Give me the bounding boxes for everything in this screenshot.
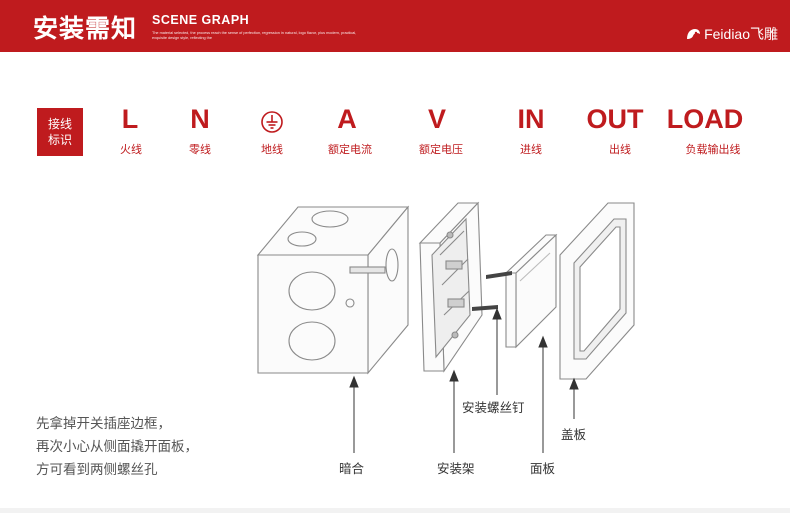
brand-icon <box>687 29 701 39</box>
symbol-current: A <box>337 104 357 134</box>
callout-cover: 盖板 <box>561 427 587 442</box>
label-neutral: 零线 <box>189 143 211 156</box>
label-out: 出线 <box>609 143 631 156</box>
cover-plate <box>559 202 635 380</box>
back-box <box>256 205 410 375</box>
mounting-frame <box>418 201 483 373</box>
wiring-tag: 接线 标识 <box>37 108 83 156</box>
symbol-in: IN <box>517 104 545 134</box>
label-earth: 地线 <box>261 143 283 156</box>
symbol-voltage: V <box>427 104 447 134</box>
symbol-out: OUT <box>586 104 644 134</box>
brand-name: Feidiao飞雕 <box>704 26 778 42</box>
brand-logo: Feidiao飞雕 <box>685 24 778 44</box>
callout-mounting-frame: 安装架 <box>437 461 475 476</box>
wiring-tag-line2: 标识 <box>47 133 72 147</box>
label-voltage: 额定电压 <box>419 143 463 156</box>
earth-icon <box>261 111 283 133</box>
symbol-neutral: N <box>190 104 210 134</box>
label-live: 火线 <box>120 143 142 156</box>
label-load: 负载输出线 <box>685 143 741 156</box>
installation-illustration <box>256 201 635 453</box>
note-line-1: 先拿掉开关插座边框， <box>36 416 171 432</box>
screws <box>472 271 512 311</box>
page-subtitle: SCENE GRAPH <box>152 13 250 27</box>
wiring-tag-line1: 接线 <box>47 117 72 131</box>
instruction-note: 先拿掉开关插座边框， 再次小心从侧面撬开面板， 方可看到两侧螺丝孔 <box>36 413 198 482</box>
label-current: 额定电流 <box>328 143 372 156</box>
note-line-3: 方可看到两侧螺丝孔 <box>36 462 158 478</box>
switch-panel <box>504 233 558 349</box>
bottom-divider <box>0 508 790 513</box>
header-banner: 安装需知 SCENE GRAPH The material selected, … <box>0 0 790 52</box>
symbol-load: LOAD <box>666 104 744 134</box>
page-title: 安装需知 <box>33 14 138 43</box>
fine-print: The material selected, the process reach… <box>152 31 357 40</box>
callout-panel: 面板 <box>530 461 556 476</box>
callout-back-box: 暗合 <box>339 461 365 476</box>
label-in: 进线 <box>520 143 542 156</box>
symbol-live: L <box>121 104 139 134</box>
note-line-2: 再次小心从侧面撬开面板， <box>36 439 198 455</box>
callout-screw: 安装螺丝钉 <box>462 400 525 415</box>
